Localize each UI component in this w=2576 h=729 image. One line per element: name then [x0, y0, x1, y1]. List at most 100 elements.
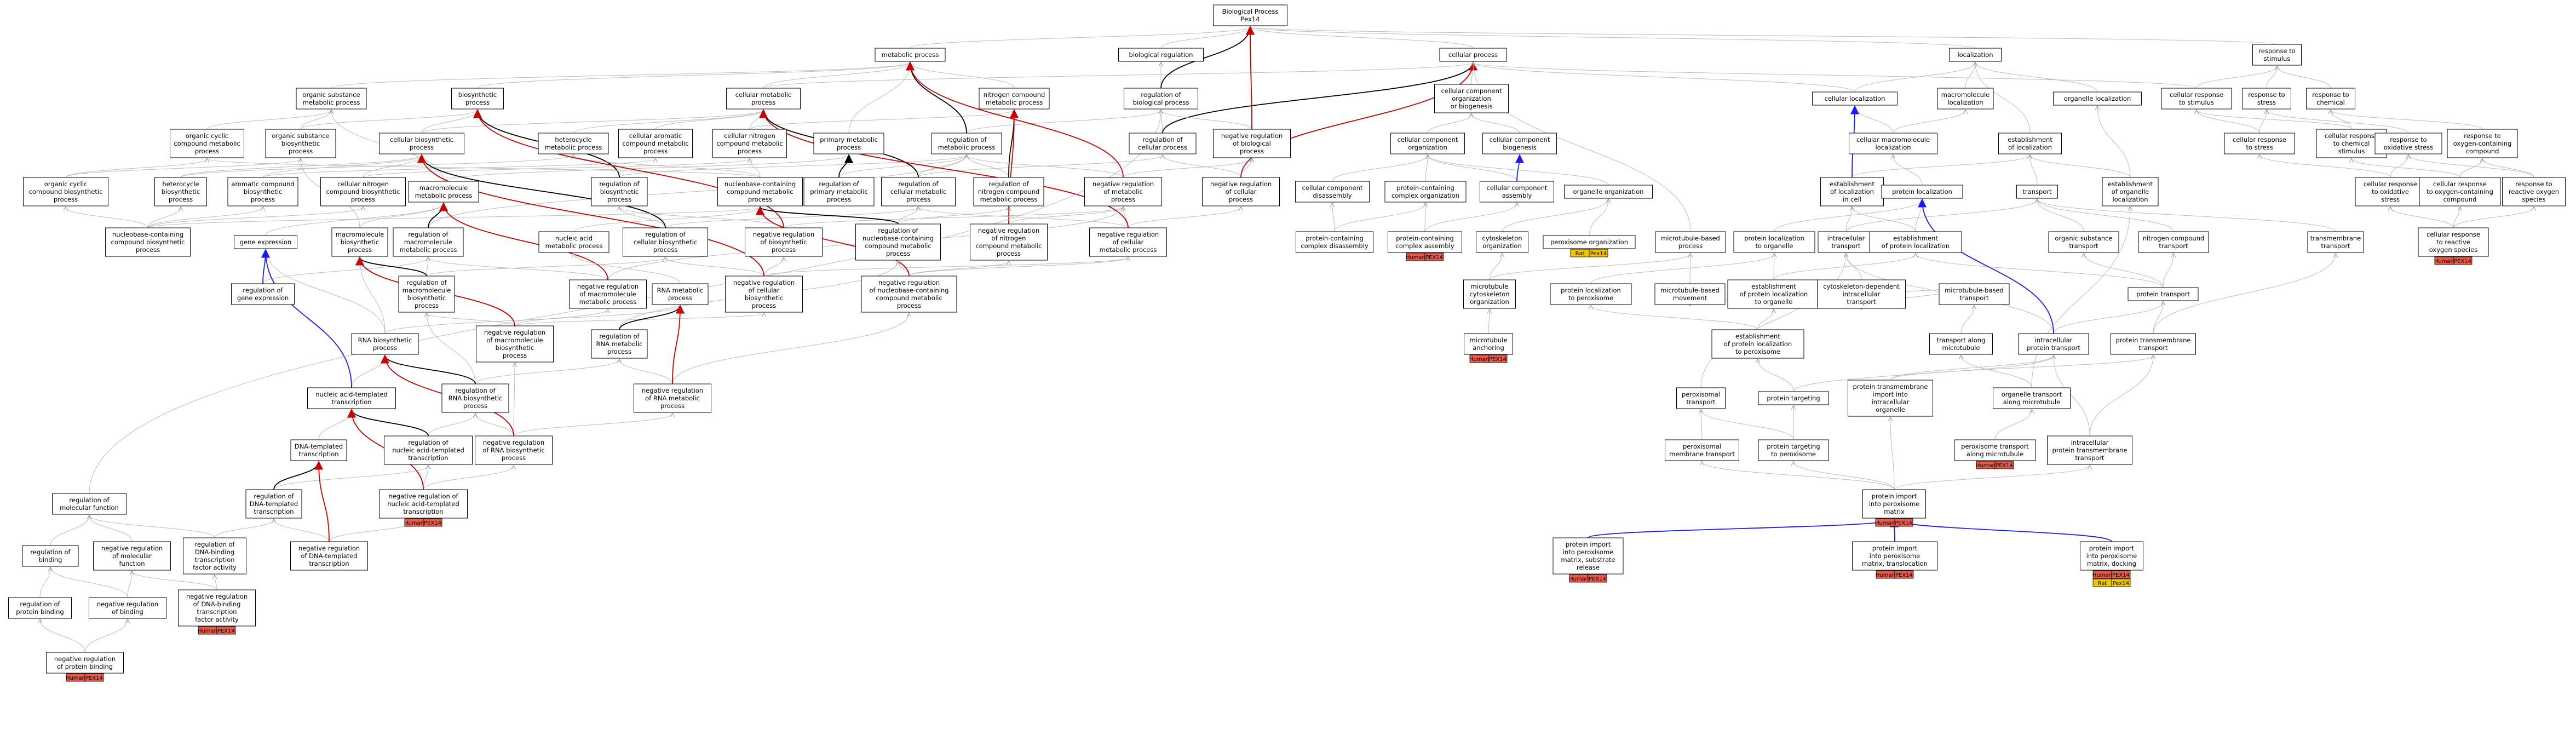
term-protein-transport[interactable]: protein transport: [2128, 287, 2199, 301]
term-regulation-of-dna-binding-transcription-factor-activity[interactable]: regulation ofDNA-bindingtranscriptionfac…: [183, 537, 246, 575]
term-protein-targeting[interactable]: protein targeting: [1758, 391, 1829, 405]
term-organelle-localization[interactable]: organelle localization: [2053, 91, 2142, 106]
term-organelle-organization[interactable]: organelle organization: [1564, 185, 1653, 199]
term-cellular-process[interactable]: cellular process: [1439, 48, 1507, 62]
term-regulation-of-macromolecule-biosynthetic-process[interactable]: regulation ofmacromoleculebiosyntheticpr…: [398, 275, 455, 313]
term-localization[interactable]: localization: [1949, 48, 2002, 62]
term-regulation-of-nucleobase-containing-compound-metabolic-process[interactable]: regulation ofnucleobase-containingcompou…: [855, 223, 941, 261]
term-gene-expression[interactable]: gene expression: [234, 235, 297, 249]
term-protein-localization[interactable]: protein localization: [1881, 185, 1963, 199]
term-metabolic-process[interactable]: metabolic process: [875, 48, 946, 62]
term-cellular-localization[interactable]: cellular localization: [1812, 91, 1898, 106]
